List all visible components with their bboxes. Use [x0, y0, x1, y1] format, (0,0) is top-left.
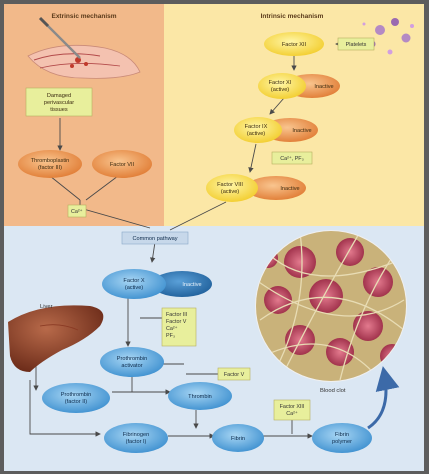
prothrombin-activator-line1: Prothrombin: [117, 356, 147, 362]
factor-x-line1: Factor X: [123, 278, 144, 284]
damaged-tissues-line2: perivascular: [44, 100, 74, 106]
fibrin-polymer-line1: Fibrin: [335, 432, 349, 438]
factor-vii-label: Factor VII: [110, 162, 135, 168]
prothrombin-activator-line2: activator: [121, 363, 142, 369]
factor-viii-node: Inactive Factor VIII (active): [206, 174, 306, 202]
factor-xi-inactive: Inactive: [314, 84, 333, 90]
arrow-xi-to-ix: [269, 97, 285, 115]
blood-clot-image: [255, 230, 407, 382]
factor-v-note: Factor V: [217, 367, 251, 381]
extrinsic-title: Extrinsic mechanism: [51, 13, 116, 20]
factor-viii-line1: Factor VIII: [217, 182, 243, 188]
platelets-note: Platelets: [337, 37, 375, 51]
factor-viii-inactive: Inactive: [280, 186, 299, 192]
cofactor-1: Factor III: [166, 312, 187, 318]
fibrin-polymer-node: Fibrin polymer: [312, 423, 372, 453]
line-factorvii-down: [85, 175, 119, 201]
factor-xiii-note: Factor XIII Ca²⁺: [273, 399, 311, 421]
damaged-tissues-line3: tissues: [50, 107, 68, 113]
factor-x-line2: (active): [125, 285, 143, 291]
factor-xi-node: Inactive Factor XI (active): [258, 73, 340, 99]
fibrinogen-line2: (factor I): [126, 439, 147, 445]
factor-xiii-line2: Ca²⁺: [286, 411, 298, 417]
common-pathway-label: Common pathway: [132, 236, 177, 242]
factor-v-label: Factor V: [224, 372, 245, 378]
factor-xii-label: Factor XII: [282, 42, 307, 48]
thromboplastin-node: Thromboplastin (factor III): [18, 150, 82, 178]
line-thromboplastin-down: [49, 175, 81, 201]
factor-ix-node: Inactive Factor IX (active): [234, 117, 318, 143]
damaged-tissue-illustration: [27, 16, 141, 79]
arrow-common-to-x: [149, 241, 156, 263]
thrombin-node: Thrombin: [168, 382, 232, 410]
thromboplastin-line2: (factor III): [38, 165, 62, 171]
thrombin-label: Thrombin: [188, 394, 212, 400]
factor-ix-line2: (active): [247, 131, 265, 137]
platelets-label: Platelets: [346, 42, 367, 48]
factor-xi-line2: (active): [271, 87, 289, 93]
prothrombin-line2: (factor II): [65, 399, 88, 405]
blood-clot-label: Blood clot: [320, 388, 346, 394]
fibrinogen-line1: Fibrinogen: [123, 432, 149, 438]
cofactor-3: Ca²⁺: [166, 326, 178, 332]
factor-ix-inactive: Inactive: [292, 128, 311, 134]
prothrombin-line1: Prothrombin: [61, 392, 91, 398]
cofactors-note: Factor III Factor V Ca²⁺ PF₃: [161, 307, 197, 347]
damaged-tissues-line1: Damaged: [47, 93, 71, 99]
factor-vii-node: Factor VII: [92, 150, 152, 178]
prothrombin-node: Prothrombin (factor II): [42, 383, 110, 413]
factor-xi-line1: Factor XI: [269, 80, 292, 86]
ca-pf3-label: Ca²⁺, PF₃: [280, 156, 304, 162]
arrow-ix-to-viii: [248, 143, 257, 173]
arrow-liver-to-fibrinogen: [29, 380, 101, 437]
factor-xiii-line1: Factor XIII: [280, 404, 305, 410]
extrinsic-ca-note: Ca²⁺: [67, 204, 87, 218]
thromboplastin-line1: Thromboplastin: [31, 158, 70, 164]
factor-ix-line1: Factor IX: [245, 124, 268, 130]
fibrin-node: Fibrin: [212, 424, 264, 452]
intrinsic-title: Intrinsic mechanism: [261, 13, 324, 20]
extrinsic-ca-label: Ca²⁺: [71, 209, 83, 215]
ca-pf3-note: Ca²⁺, PF₃: [271, 151, 313, 165]
factor-x-node: Inactive Factor X (active): [102, 269, 212, 299]
cofactor-4: PF₃: [166, 333, 175, 339]
factor-x-inactive: Inactive: [182, 282, 201, 288]
cofactor-2: Factor V: [166, 319, 187, 325]
liver-label: Liver: [40, 304, 53, 310]
common-pathway-label-box: Common pathway: [121, 231, 189, 245]
fibrin-polymer-line2: polymer: [332, 439, 352, 445]
fibrinogen-node: Fibrinogen (factor I): [104, 423, 168, 453]
arrow-polymer-to-clot: [367, 366, 400, 430]
line-intrinsic-to-common: [169, 201, 227, 231]
factor-viii-line2: (active): [221, 189, 239, 195]
fibrin-label: Fibrin: [231, 436, 245, 442]
prothrombin-activator-node: Prothrombin activator: [100, 347, 164, 377]
damaged-tissues-box: Damaged perivascular tissues: [25, 87, 93, 117]
factor-xii-node: Factor XII: [264, 32, 324, 56]
liver-illustration: [8, 305, 104, 372]
